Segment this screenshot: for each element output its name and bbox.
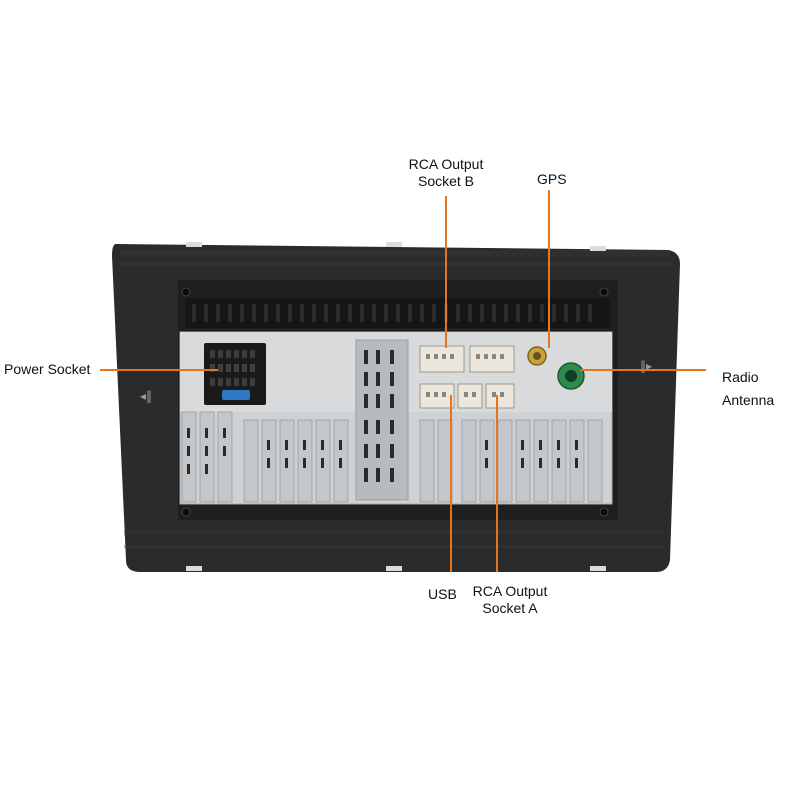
label-rca-a-line2: Socket A [482, 600, 538, 616]
label-radio-line2: Antenna [722, 392, 775, 408]
label-rca-output-socket-a: RCA Output Socket A [460, 583, 560, 617]
label-power-socket: Power Socket [4, 361, 91, 377]
power-socket [204, 343, 266, 405]
gps-connector [527, 346, 547, 366]
callout-lines [100, 190, 706, 572]
label-usb: USB [428, 586, 457, 602]
screws [181, 287, 609, 517]
power-socket-pins [210, 350, 255, 386]
label-radio-line1: Radio [722, 369, 759, 385]
center-vent-panel [355, 339, 409, 501]
heatsink-slots [187, 428, 578, 474]
fuse [222, 390, 250, 400]
bezel-clips [186, 242, 606, 571]
center-vent-slots [364, 350, 394, 482]
label-rca-output-socket-b: RCA Output Socket B [396, 156, 496, 190]
left-arrow-mark: ◂‖ [140, 389, 152, 403]
label-rca-b-line1: RCA Output [408, 156, 484, 172]
bezel-texture [120, 250, 670, 548]
rca-output-socket-a [419, 383, 515, 409]
radio-antenna-connector [557, 362, 585, 390]
top-vent-slots [192, 304, 592, 322]
label-radio-antenna: Radio Antenna [722, 366, 774, 412]
rca-output-socket-b [419, 345, 515, 373]
label-gps: GPS [537, 171, 567, 187]
label-rca-a-line1: RCA Output [472, 583, 548, 599]
label-rca-b-line2: Socket B [417, 173, 475, 189]
